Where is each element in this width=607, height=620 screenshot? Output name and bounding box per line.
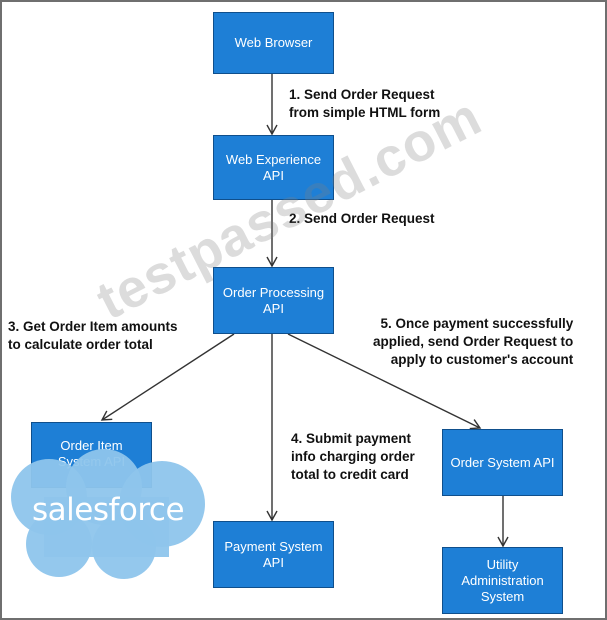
- arrow-order-processing-to-order-item: [100, 333, 235, 421]
- order-system-api-box: Order System API: [442, 429, 563, 496]
- order-processing-api-box: Order Processing API: [213, 267, 334, 334]
- step-3-label: 3. Get Order Item amounts to calculate o…: [8, 319, 178, 352]
- step-2-label: 2. Send Order Request: [289, 211, 435, 226]
- salesforce-logo: [11, 449, 205, 579]
- salesforce-logo-text: salesforce: [32, 492, 185, 528]
- web-experience-api-box: Web Experience API: [213, 135, 334, 200]
- payment-system-api-box: Payment System API: [213, 521, 334, 588]
- web-browser-box: Web Browser: [213, 12, 334, 74]
- step-5-label: 5. Once payment successfully applied, se…: [373, 316, 574, 367]
- step-1-label: 1. Send Order Request from simple HTML f…: [289, 87, 441, 120]
- arrow-order-processing-to-order-system: [287, 333, 482, 430]
- utility-administration-system-box: Utility Administration System: [442, 547, 563, 614]
- step-4-label: 4. Submit payment info charging order to…: [291, 431, 415, 482]
